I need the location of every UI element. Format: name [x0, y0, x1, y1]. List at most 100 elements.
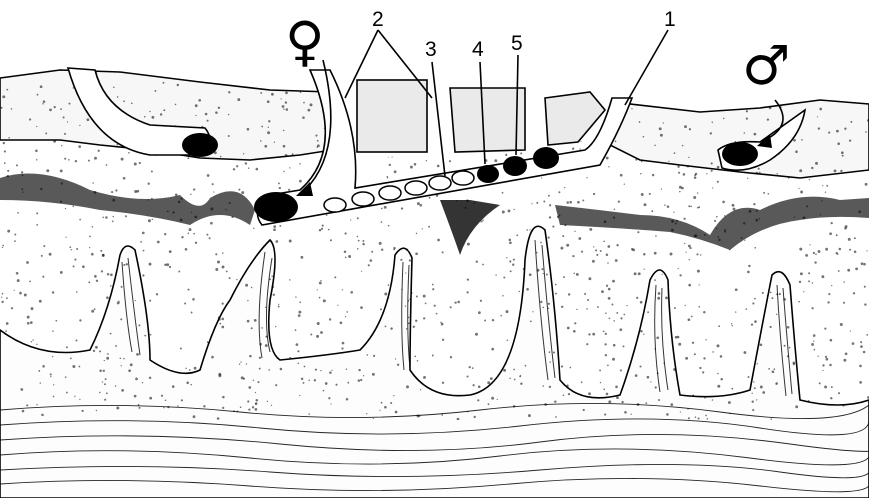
stipple-dot: [432, 148, 434, 150]
stipple-dot: [745, 308, 747, 310]
stipple-dot: [302, 116, 305, 119]
stipple-dot: [261, 126, 263, 128]
stipple-dot: [818, 250, 821, 253]
stipple-dot: [442, 120, 444, 122]
stipple-dot: [847, 269, 850, 272]
stipple-dot: [115, 385, 116, 386]
stipple-dot: [803, 216, 805, 218]
stipple-dot: [198, 99, 201, 102]
stipple-dot: [768, 368, 770, 370]
stipple-dot: [637, 91, 638, 92]
stipple-dot: [688, 157, 689, 158]
stipple-dot: [79, 399, 80, 400]
stipple-dot: [401, 289, 403, 291]
stipple-dot: [587, 299, 589, 301]
stipple-dot: [195, 115, 196, 116]
stipple-dot: [842, 404, 844, 406]
stipple-dot: [126, 263, 128, 265]
stipple-dot: [672, 65, 674, 67]
stipple-dot: [677, 336, 680, 339]
stipple-dot: [390, 327, 392, 329]
stipple-dot: [683, 218, 685, 220]
granular-layer: [0, 174, 255, 225]
stipple-dot: [592, 333, 595, 336]
stipple-dot: [247, 300, 248, 301]
stipple-dot: [859, 365, 862, 368]
stipple-dot: [181, 198, 183, 200]
stipple-dot: [682, 78, 684, 80]
stipple-dot: [193, 415, 196, 418]
stipple-dot: [142, 274, 144, 276]
stipple-dot: [189, 228, 192, 231]
stipple-dot: [735, 288, 738, 291]
stipple-dot: [408, 322, 410, 324]
stipple-dot: [0, 64, 1, 65]
stipple-dot: [219, 323, 221, 325]
stipple-dot: [303, 382, 305, 384]
stipple-dot: [346, 398, 349, 401]
stipple-dot: [552, 226, 554, 228]
stipple-dot: [671, 220, 674, 223]
stipple-dot: [226, 65, 228, 67]
stipple-dot: [772, 370, 775, 373]
stipple-dot: [8, 137, 10, 139]
stipple-dot: [407, 300, 409, 302]
stipple-dot: [142, 382, 143, 383]
stipple-dot: [134, 395, 137, 398]
stipple-dot: [506, 310, 509, 313]
stipple-dot: [813, 340, 814, 341]
stipple-dot: [563, 276, 565, 278]
stipple-dot: [558, 75, 561, 78]
stipple-dot: [636, 297, 638, 299]
stipple-dot: [537, 99, 539, 101]
stipple-dot: [640, 301, 643, 304]
stipple-dot: [756, 172, 759, 175]
stipple-dot: [319, 282, 322, 285]
stipple-dot: [289, 279, 291, 281]
stipple-dot: [228, 114, 229, 115]
stipple-dot: [358, 379, 361, 382]
stipple-dot: [31, 307, 34, 310]
stipple-dot: [357, 236, 359, 238]
stipple-dot: [825, 192, 826, 193]
stipple-dot: [406, 248, 408, 250]
stipple-dot: [1, 296, 2, 297]
stipple-dot: [480, 220, 482, 222]
stipple-dot: [457, 301, 460, 304]
stipple-dot: [253, 380, 254, 381]
stipple-dot: [588, 333, 590, 335]
stipple-dot: [508, 209, 511, 212]
stipple-dot: [743, 351, 746, 354]
stipple-dot: [574, 231, 575, 232]
stipple-dot: [837, 142, 840, 145]
stipple-dot: [189, 369, 191, 371]
stipple-dot: [641, 193, 644, 196]
stipple-dot: [743, 222, 745, 224]
stipple-dot: [855, 268, 858, 271]
stipple-dot: [654, 144, 656, 146]
stipple-dot: [795, 91, 797, 93]
stipple-dot: [749, 210, 752, 213]
stipple-dot: [866, 334, 868, 336]
stipple-dot: [799, 248, 802, 251]
stipple-dot: [824, 386, 827, 389]
stipple-dot: [29, 281, 31, 283]
stipple-dot: [795, 405, 798, 408]
stipple-dot: [285, 154, 288, 157]
stipple-dot: [667, 205, 670, 208]
stipple-dot: [381, 402, 383, 404]
stipple-dot: [495, 274, 496, 275]
stipple-dot: [295, 329, 297, 331]
stipple-dot: [99, 392, 101, 394]
stipple-dot: [793, 363, 795, 365]
stipple-dot: [429, 197, 431, 199]
stipple-dot: [658, 292, 661, 295]
stipple-dot: [629, 89, 632, 92]
stipple-dot: [813, 68, 815, 70]
stipple-dot: [20, 388, 23, 391]
stipple-dot: [280, 75, 282, 77]
stipple-dot: [101, 270, 103, 272]
stipple-dot: [690, 247, 692, 249]
stipple-dot: [158, 60, 159, 61]
stipple-dot: [177, 405, 178, 406]
